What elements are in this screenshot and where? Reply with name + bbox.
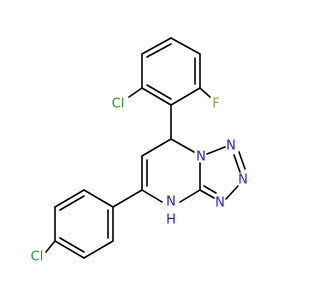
nitrogen-atom-label: N [166, 195, 176, 210]
bond [203, 185, 217, 194]
nitrogen-atom-label: N [238, 173, 248, 188]
bond [59, 237, 85, 253]
bond [199, 189, 215, 199]
upper-phenyl-ring [141, 37, 201, 106]
bond-c-f [199, 87, 211, 98]
bond [179, 189, 201, 203]
bond [54, 240, 85, 259]
structure-svg: Cl F N N N N N H Cl [31, 37, 248, 265]
bond [141, 189, 163, 203]
bond [233, 154, 241, 173]
bond [54, 189, 85, 208]
molecule-diagram: Cl F N N N N N H Cl [31, 37, 248, 265]
bond [146, 84, 172, 100]
bond [141, 138, 172, 157]
bond [83, 189, 114, 208]
fluorine-atom-label: F [212, 97, 219, 112]
bond-c-cl-bottom [45, 240, 56, 253]
bond [206, 146, 226, 155]
bond [141, 87, 172, 106]
bond [141, 37, 172, 55]
bond [83, 240, 114, 259]
chlorine-atom-label: Cl [31, 250, 44, 265]
nitrogen-atom-label: N [196, 150, 206, 165]
bond [59, 195, 85, 211]
bond [238, 151, 246, 170]
lower-phenyl-ring [54, 189, 114, 259]
nitrogen-atom-label: N [215, 196, 225, 211]
bond [170, 37, 201, 55]
tetrazole-ring [199, 146, 246, 200]
bond [170, 87, 201, 106]
bond [170, 138, 195, 153]
chlorine-atom-label: Cl [112, 97, 125, 112]
bond [225, 185, 239, 200]
bond-c-cl-top [128, 87, 143, 98]
pyrimidine-ring [141, 138, 201, 203]
bond [146, 43, 172, 58]
hydrogen-atom-label: H [166, 213, 176, 228]
bond-c5-to-phenyl [112, 189, 143, 208]
nitrogen-atom-label: N [226, 139, 236, 154]
